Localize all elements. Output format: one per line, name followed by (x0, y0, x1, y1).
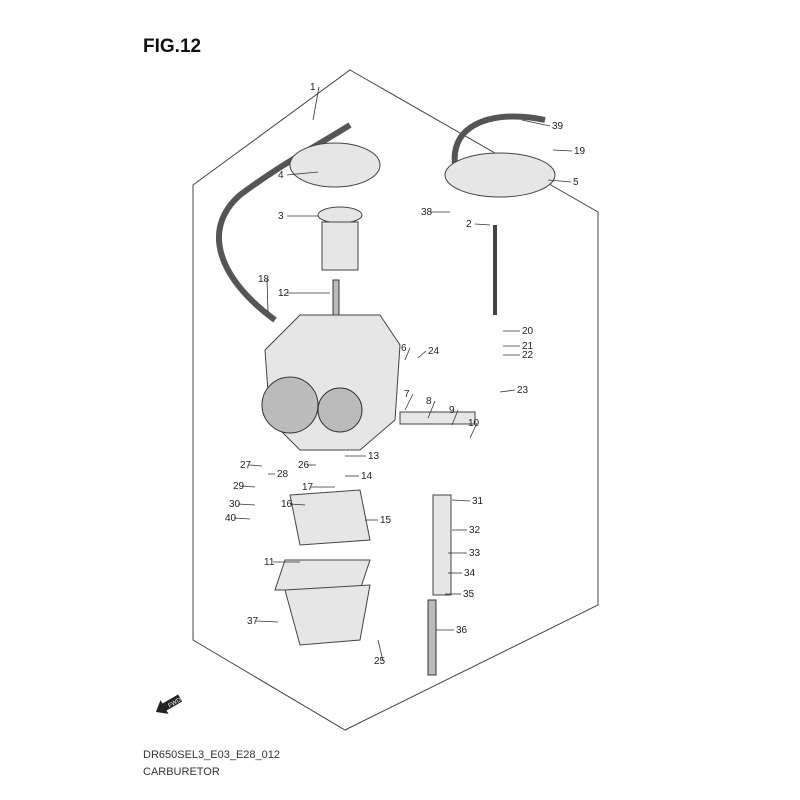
callout-38: 38 (421, 207, 433, 218)
callout-32: 32 (469, 525, 481, 536)
callout-2: 2 (466, 219, 472, 230)
leader-line (312, 86, 320, 121)
assembly-outline (192, 69, 599, 731)
leader-line (241, 485, 256, 488)
callout-30: 30 (229, 499, 241, 510)
callout-16: 16 (281, 499, 293, 510)
drain-screw-36 (427, 599, 437, 676)
vent-hose-39 (451, 113, 546, 166)
figure-title: FIG.12 (143, 36, 202, 57)
leader-line (474, 223, 491, 226)
callout-9: 9 (449, 405, 455, 416)
leader-line (404, 393, 414, 411)
intake-bore (261, 376, 319, 434)
leader-line (286, 171, 319, 176)
leader-line (547, 179, 572, 183)
callout-18: 18 (258, 274, 270, 285)
callout-26: 26 (298, 460, 310, 471)
section-name: CARBURETOR (143, 766, 220, 778)
leader-line (427, 400, 436, 419)
callout-6: 6 (401, 343, 407, 354)
callout-22: 22 (522, 350, 534, 361)
callout-14: 14 (361, 471, 373, 482)
callout-33: 33 (469, 548, 481, 559)
callout-34: 34 (464, 568, 476, 579)
leader-line (521, 119, 551, 127)
leader-line (255, 620, 279, 623)
leader-line (248, 464, 263, 467)
callout-12: 12 (278, 288, 290, 299)
leader-line (377, 639, 384, 662)
float-bowl (284, 584, 371, 646)
leader-line (233, 517, 251, 520)
leader-line (266, 278, 269, 313)
callout-25: 25 (374, 656, 386, 667)
callout-21: 21 (522, 341, 534, 352)
leader-line (451, 499, 471, 502)
top-cover-5 (444, 152, 556, 198)
fwd-arrow-icon: FWD (155, 694, 183, 714)
callout-27: 27 (240, 460, 252, 471)
leader-line (404, 347, 411, 361)
callout-20: 20 (522, 326, 534, 337)
diaphragm-3 (317, 206, 363, 224)
callout-36: 36 (456, 625, 468, 636)
leader-line (417, 350, 427, 359)
callout-4: 4 (278, 170, 284, 181)
callout-31: 31 (472, 496, 484, 507)
callout-37: 37 (247, 616, 259, 627)
callout-1: 1 (310, 82, 316, 93)
piston-valve (321, 221, 359, 271)
callout-13: 13 (368, 451, 380, 462)
callout-29: 29 (233, 481, 245, 492)
callout-15: 15 (380, 515, 392, 526)
callout-35: 35 (463, 589, 475, 600)
adjuster-32-35 (432, 494, 452, 596)
callout-5: 5 (573, 177, 579, 188)
parts (215, 113, 556, 676)
callout-40: 40 (225, 513, 237, 524)
float-chamber-15 (289, 489, 371, 546)
leader-line (237, 503, 256, 506)
leader-line (289, 503, 306, 506)
callout-28: 28 (277, 469, 289, 480)
callout-3: 3 (278, 211, 284, 222)
callout-17: 17 (302, 482, 314, 493)
leader-line (552, 149, 573, 152)
leader-line (469, 422, 478, 439)
callout-24: 24 (428, 346, 440, 357)
callout-19: 19 (574, 146, 586, 157)
callout-11: 11 (264, 557, 275, 568)
callout-8: 8 (426, 396, 432, 407)
model-code: DR650SEL3_E03_E28_012 (143, 749, 281, 761)
leader-line (499, 389, 516, 393)
callout-23: 23 (517, 385, 529, 396)
throttle-linkage (317, 387, 363, 433)
callout-7: 7 (404, 389, 410, 400)
leader-line (451, 409, 459, 426)
pilot-screw-7-10 (399, 411, 476, 425)
callout-10: 10 (468, 418, 480, 429)
top-cap-4 (289, 142, 381, 188)
callout-39: 39 (552, 121, 564, 132)
